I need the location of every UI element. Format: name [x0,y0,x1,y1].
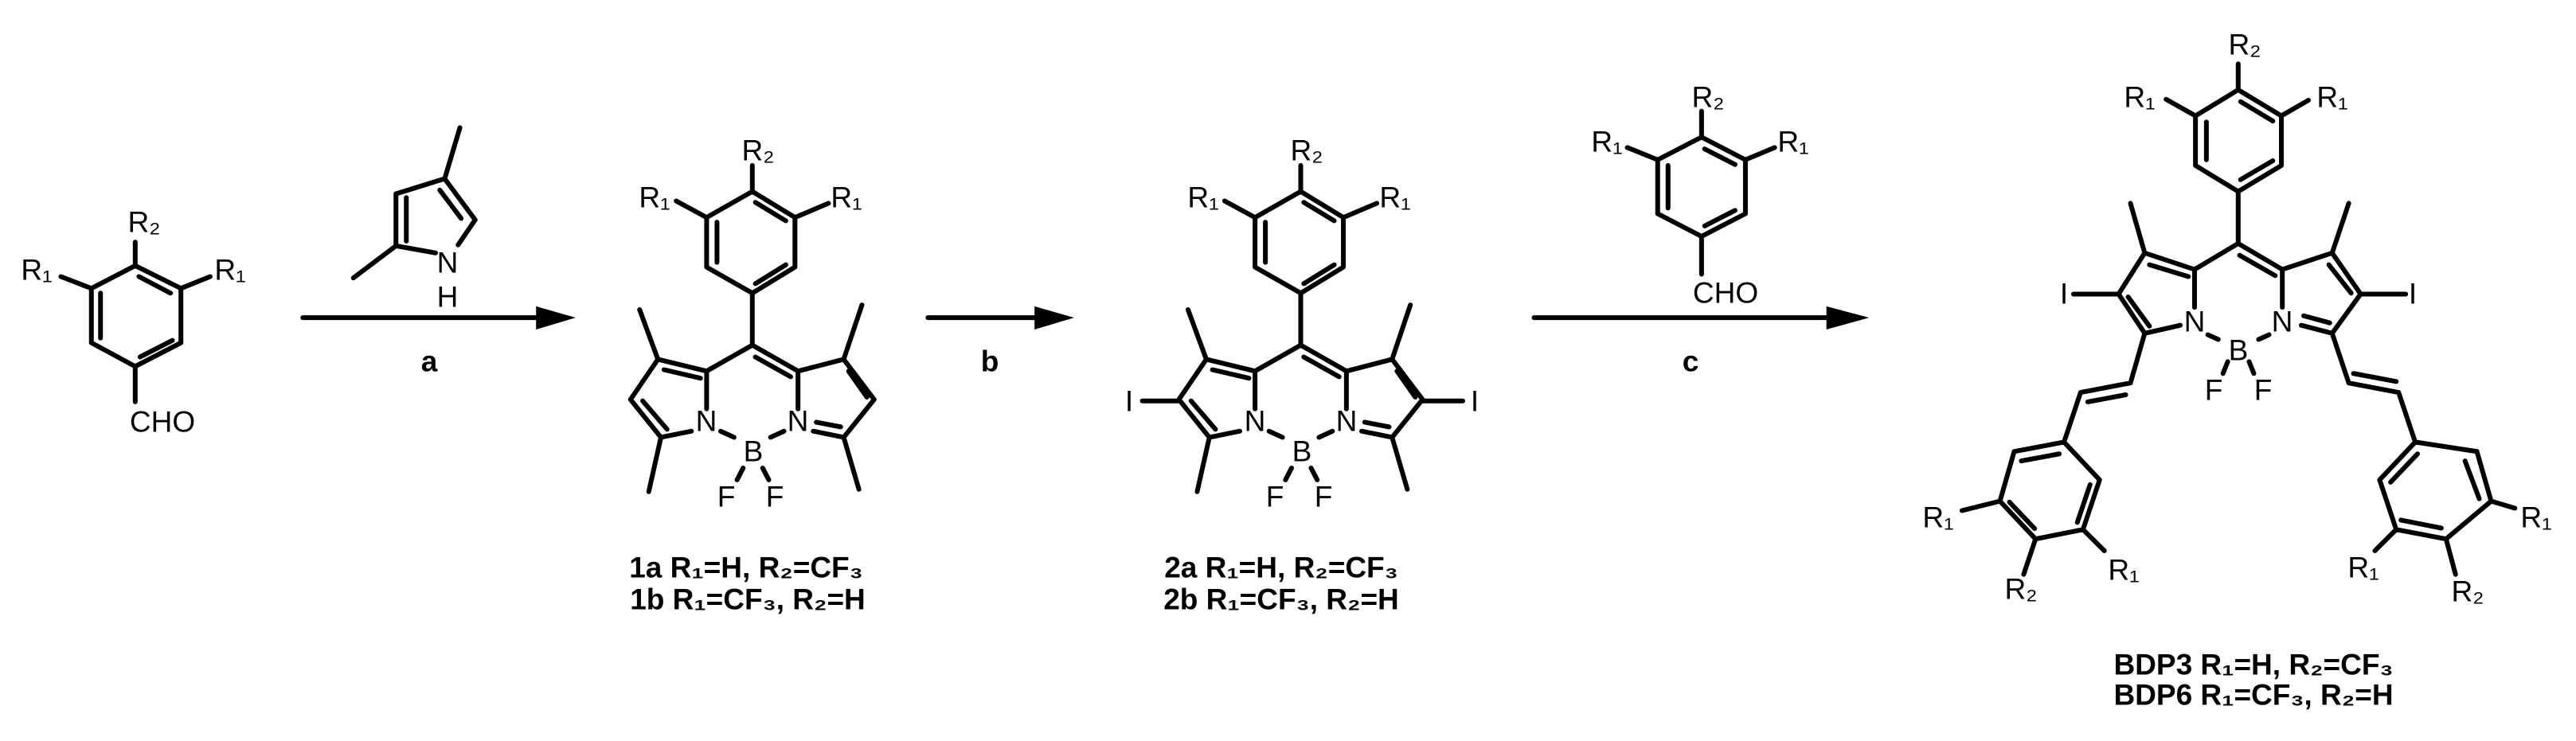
r2-label: R₂ [2451,575,2484,608]
r1-label: R₁ [1379,181,1410,214]
r1-label: R₁ [1591,126,1622,158]
r2-label: R₂ [2004,573,2037,606]
n-label: N [2184,306,2206,338]
r1-label: R₁ [2520,501,2551,534]
compound-2b-caption: 2b R₁=CF₃, R₂=H [1163,583,1399,616]
r2-label: R₂ [1691,81,1724,114]
reagent-c-label: c [1683,345,1699,378]
r2-label: R₂ [1290,135,1323,167]
r2-label: R₂ [741,135,774,167]
f-label: F [1266,481,1284,513]
benzaldehyde-reagent-structure [1628,111,1775,275]
n-label: N [1245,405,1266,438]
n-label: N [696,405,717,438]
r1-label: R₁ [2347,552,2379,584]
n-label: N [437,247,459,279]
r2-label: R₂ [127,206,160,239]
product-structure [1962,64,2515,575]
compound-2-labels: R₂ R₁ R₁ I I N N B F F 2a R₁=H, R₂=CF₃ 2… [1125,135,1479,616]
n-label: N [1336,405,1358,438]
f-label: F [2205,374,2223,407]
r1-label: R₁ [1187,181,1218,214]
benzaldehyde-structure [61,242,210,402]
compound-2a-caption: 2a R₁=H, R₂=CF₃ [1164,552,1398,584]
cho-label: CHO [1693,277,1758,310]
arrow-b [928,306,1074,330]
iodine-label: I [1471,385,1479,418]
bdp6-caption: BDP6 R₁=CF₃, R₂=H [2113,679,2393,712]
r1-label: R₁ [21,254,52,287]
iodine-label: I [1125,385,1133,418]
pyrrole-labels: N H [437,247,459,314]
n-label: N [788,405,809,438]
r1-label: R₁ [1922,501,1953,534]
bdp3-caption: BDP3 R₁=H, R₂=CF₃ [2113,649,2393,681]
h-label: H [437,281,459,314]
compound-1-labels: R₂ R₁ R₁ N N B F F 1a R₁=H, R₂=CF₃ 1b R₁… [629,135,866,616]
cho-label: CHO [130,406,195,439]
r1-label: R₁ [639,181,670,214]
r1-label: R₁ [1777,126,1808,158]
iodine-label: I [2409,278,2417,310]
r1-label: R₁ [2124,81,2155,114]
compound-1b-caption: 1b R₁=CF₃, R₂=H [630,583,866,616]
r1-label: R₁ [831,181,862,214]
arrow-a [303,306,576,330]
benzaldehyde-labels: R₂ R₁ R₁ CHO [21,206,245,439]
aldehyde-reagent-labels: R₂ R₁ R₁ CHO [1591,81,1808,310]
compound-1a-caption: 1a R₁=H, R₂=CF₃ [629,552,863,584]
iodine-label: I [2060,278,2068,310]
f-label: F [717,481,736,513]
f-label: F [766,481,784,513]
reagent-b-label: b [981,345,999,378]
r1-label: R₁ [2316,81,2347,114]
b-label: B [1292,435,1312,468]
f-label: F [2254,374,2273,407]
r2-label: R₂ [2228,29,2261,61]
r1-label: R₁ [214,254,245,287]
n-label: N [2272,306,2293,338]
arrow-c [1534,306,1870,330]
r1-label: R₁ [2108,554,2139,587]
compound-2-structure [1143,166,1463,492]
b-label: B [744,435,764,468]
dimethylpyrrole-structure [354,127,475,278]
f-label: F [1315,481,1333,513]
product-labels: R₂ R₁ R₁ I I N N B F F R₁ R₂ R₁ R₁ R₂ R₁… [1922,29,2551,712]
reagent-a-label: a [421,345,438,378]
b-label: B [2229,334,2249,367]
